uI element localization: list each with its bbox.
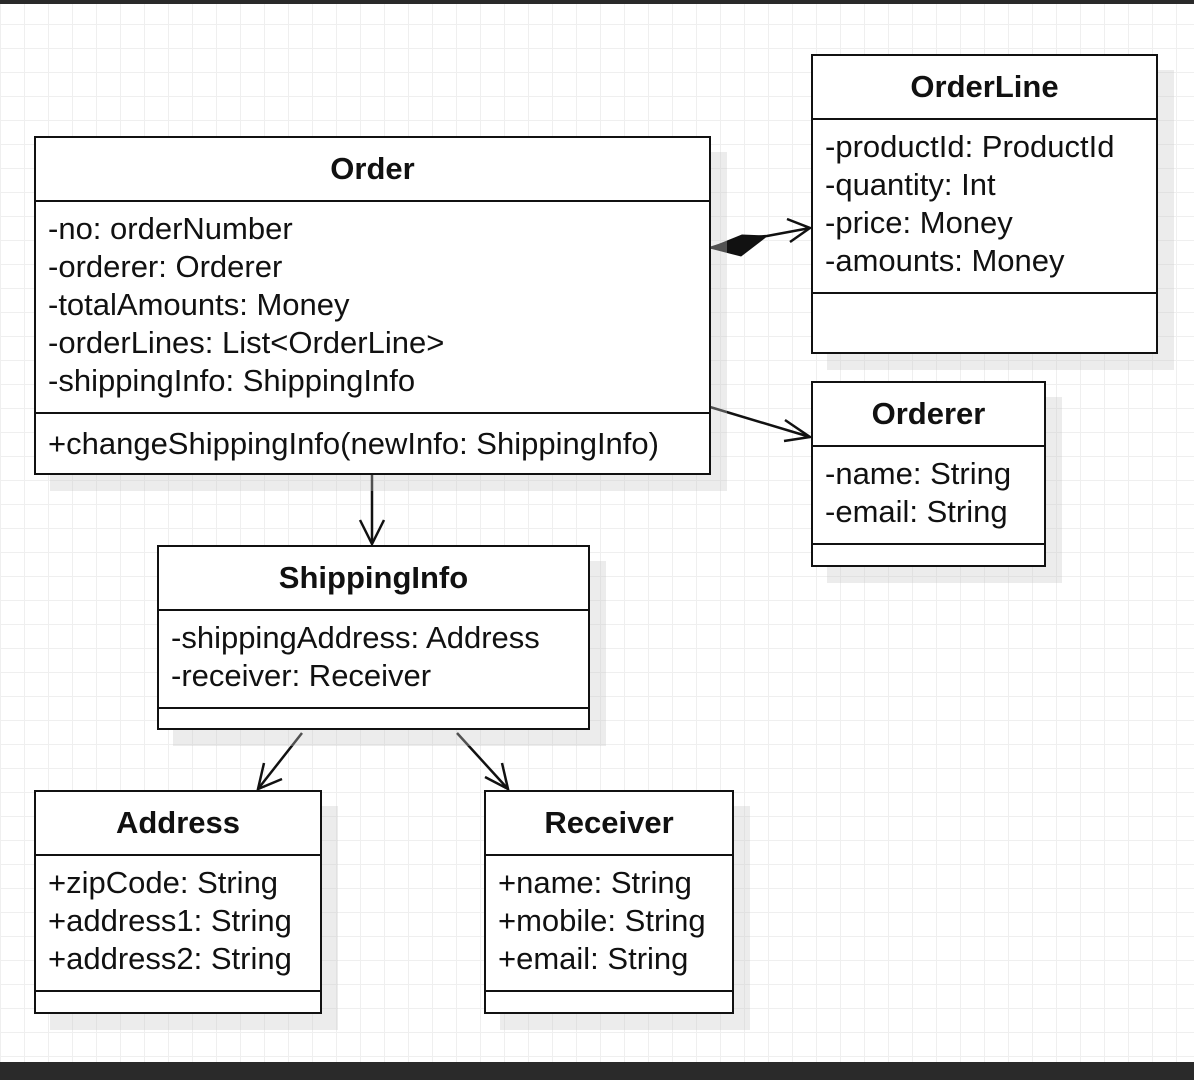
class-name: ShippingInfo bbox=[159, 547, 588, 611]
operations-compartment: +changeShippingInfo(newInfo: ShippingInf… bbox=[36, 414, 709, 473]
attributes-compartment: +zipCode: String +address1: String +addr… bbox=[36, 856, 320, 992]
attribute-row: -price: Money bbox=[825, 205, 1013, 240]
composition-diamond bbox=[708, 234, 769, 257]
class-name: OrderLine bbox=[813, 56, 1156, 120]
attribute-row: +name: String bbox=[498, 865, 692, 900]
association-order-orderer bbox=[709, 405, 814, 443]
association-order-shippinginfo bbox=[358, 475, 386, 547]
class-name: Order bbox=[36, 138, 709, 202]
attributes-compartment: -no: orderNumber -orderer: Orderer -tota… bbox=[36, 202, 709, 414]
attributes-compartment: -shippingAddress: Address -receiver: Rec… bbox=[159, 611, 588, 709]
arrowhead bbox=[484, 762, 510, 792]
arrowhead bbox=[783, 418, 814, 443]
class-order[interactable]: Order -no: orderNumber -orderer: Orderer… bbox=[34, 136, 711, 475]
operations-compartment bbox=[159, 709, 588, 728]
attribute-row: +address1: String bbox=[48, 903, 292, 938]
attribute-row: -no: orderNumber bbox=[48, 211, 293, 246]
operations-compartment bbox=[813, 294, 1156, 352]
attributes-compartment: +name: String +mobile: String +email: St… bbox=[486, 856, 732, 992]
operations-compartment bbox=[813, 545, 1044, 565]
association-shippinginfo-address bbox=[256, 732, 303, 792]
attribute-row: -shippingInfo: ShippingInfo bbox=[48, 363, 416, 398]
composition-order-orderline bbox=[708, 217, 813, 257]
operations-compartment bbox=[36, 992, 320, 1012]
attribute-row: -quantity: Int bbox=[825, 167, 996, 202]
attribute-row: +address2: String bbox=[48, 941, 292, 976]
attribute-row: -productId: ProductId bbox=[825, 129, 1115, 164]
attributes-compartment: -name: String -email: String bbox=[813, 447, 1044, 545]
attribute-row: +email: String bbox=[498, 941, 689, 976]
class-shippinginfo[interactable]: ShippingInfo -shippingAddress: Address -… bbox=[157, 545, 590, 730]
arrowhead bbox=[358, 519, 386, 547]
class-name: Orderer bbox=[813, 383, 1044, 447]
attribute-row: -name: String bbox=[825, 456, 1012, 491]
arrowhead bbox=[786, 217, 813, 244]
attribute-row: -orderLines: List<OrderLine> bbox=[48, 325, 445, 360]
association-shippinginfo-receiver bbox=[456, 732, 510, 792]
class-orderer[interactable]: Orderer -name: String -email: String bbox=[811, 381, 1046, 567]
attribute-row: -totalAmounts: Money bbox=[48, 287, 350, 322]
attribute-row: -shippingAddress: Address bbox=[171, 620, 540, 655]
attribute-row: -orderer: Orderer bbox=[48, 249, 283, 284]
class-receiver[interactable]: Receiver +name: String +mobile: String +… bbox=[484, 790, 734, 1014]
bottom-bar bbox=[0, 1062, 1194, 1080]
attribute-row: -receiver: Receiver bbox=[171, 658, 432, 693]
attribute-row: -amounts: Money bbox=[825, 243, 1065, 278]
class-name: Address bbox=[36, 792, 320, 856]
attribute-row: -email: String bbox=[825, 494, 1008, 529]
top-bar bbox=[0, 0, 1194, 4]
class-address[interactable]: Address +zipCode: String +address1: Stri… bbox=[34, 790, 322, 1014]
operation-row: +changeShippingInfo(newInfo: ShippingInf… bbox=[48, 425, 659, 461]
class-name: Receiver bbox=[486, 792, 732, 856]
attributes-compartment: -productId: ProductId -quantity: Int -pr… bbox=[813, 120, 1156, 294]
operations-compartment bbox=[486, 992, 732, 1012]
class-orderline[interactable]: OrderLine -productId: ProductId -quantit… bbox=[811, 54, 1158, 354]
attribute-row: +zipCode: String bbox=[48, 865, 279, 900]
attribute-row: +mobile: String bbox=[498, 903, 706, 938]
arrowhead bbox=[256, 762, 283, 792]
